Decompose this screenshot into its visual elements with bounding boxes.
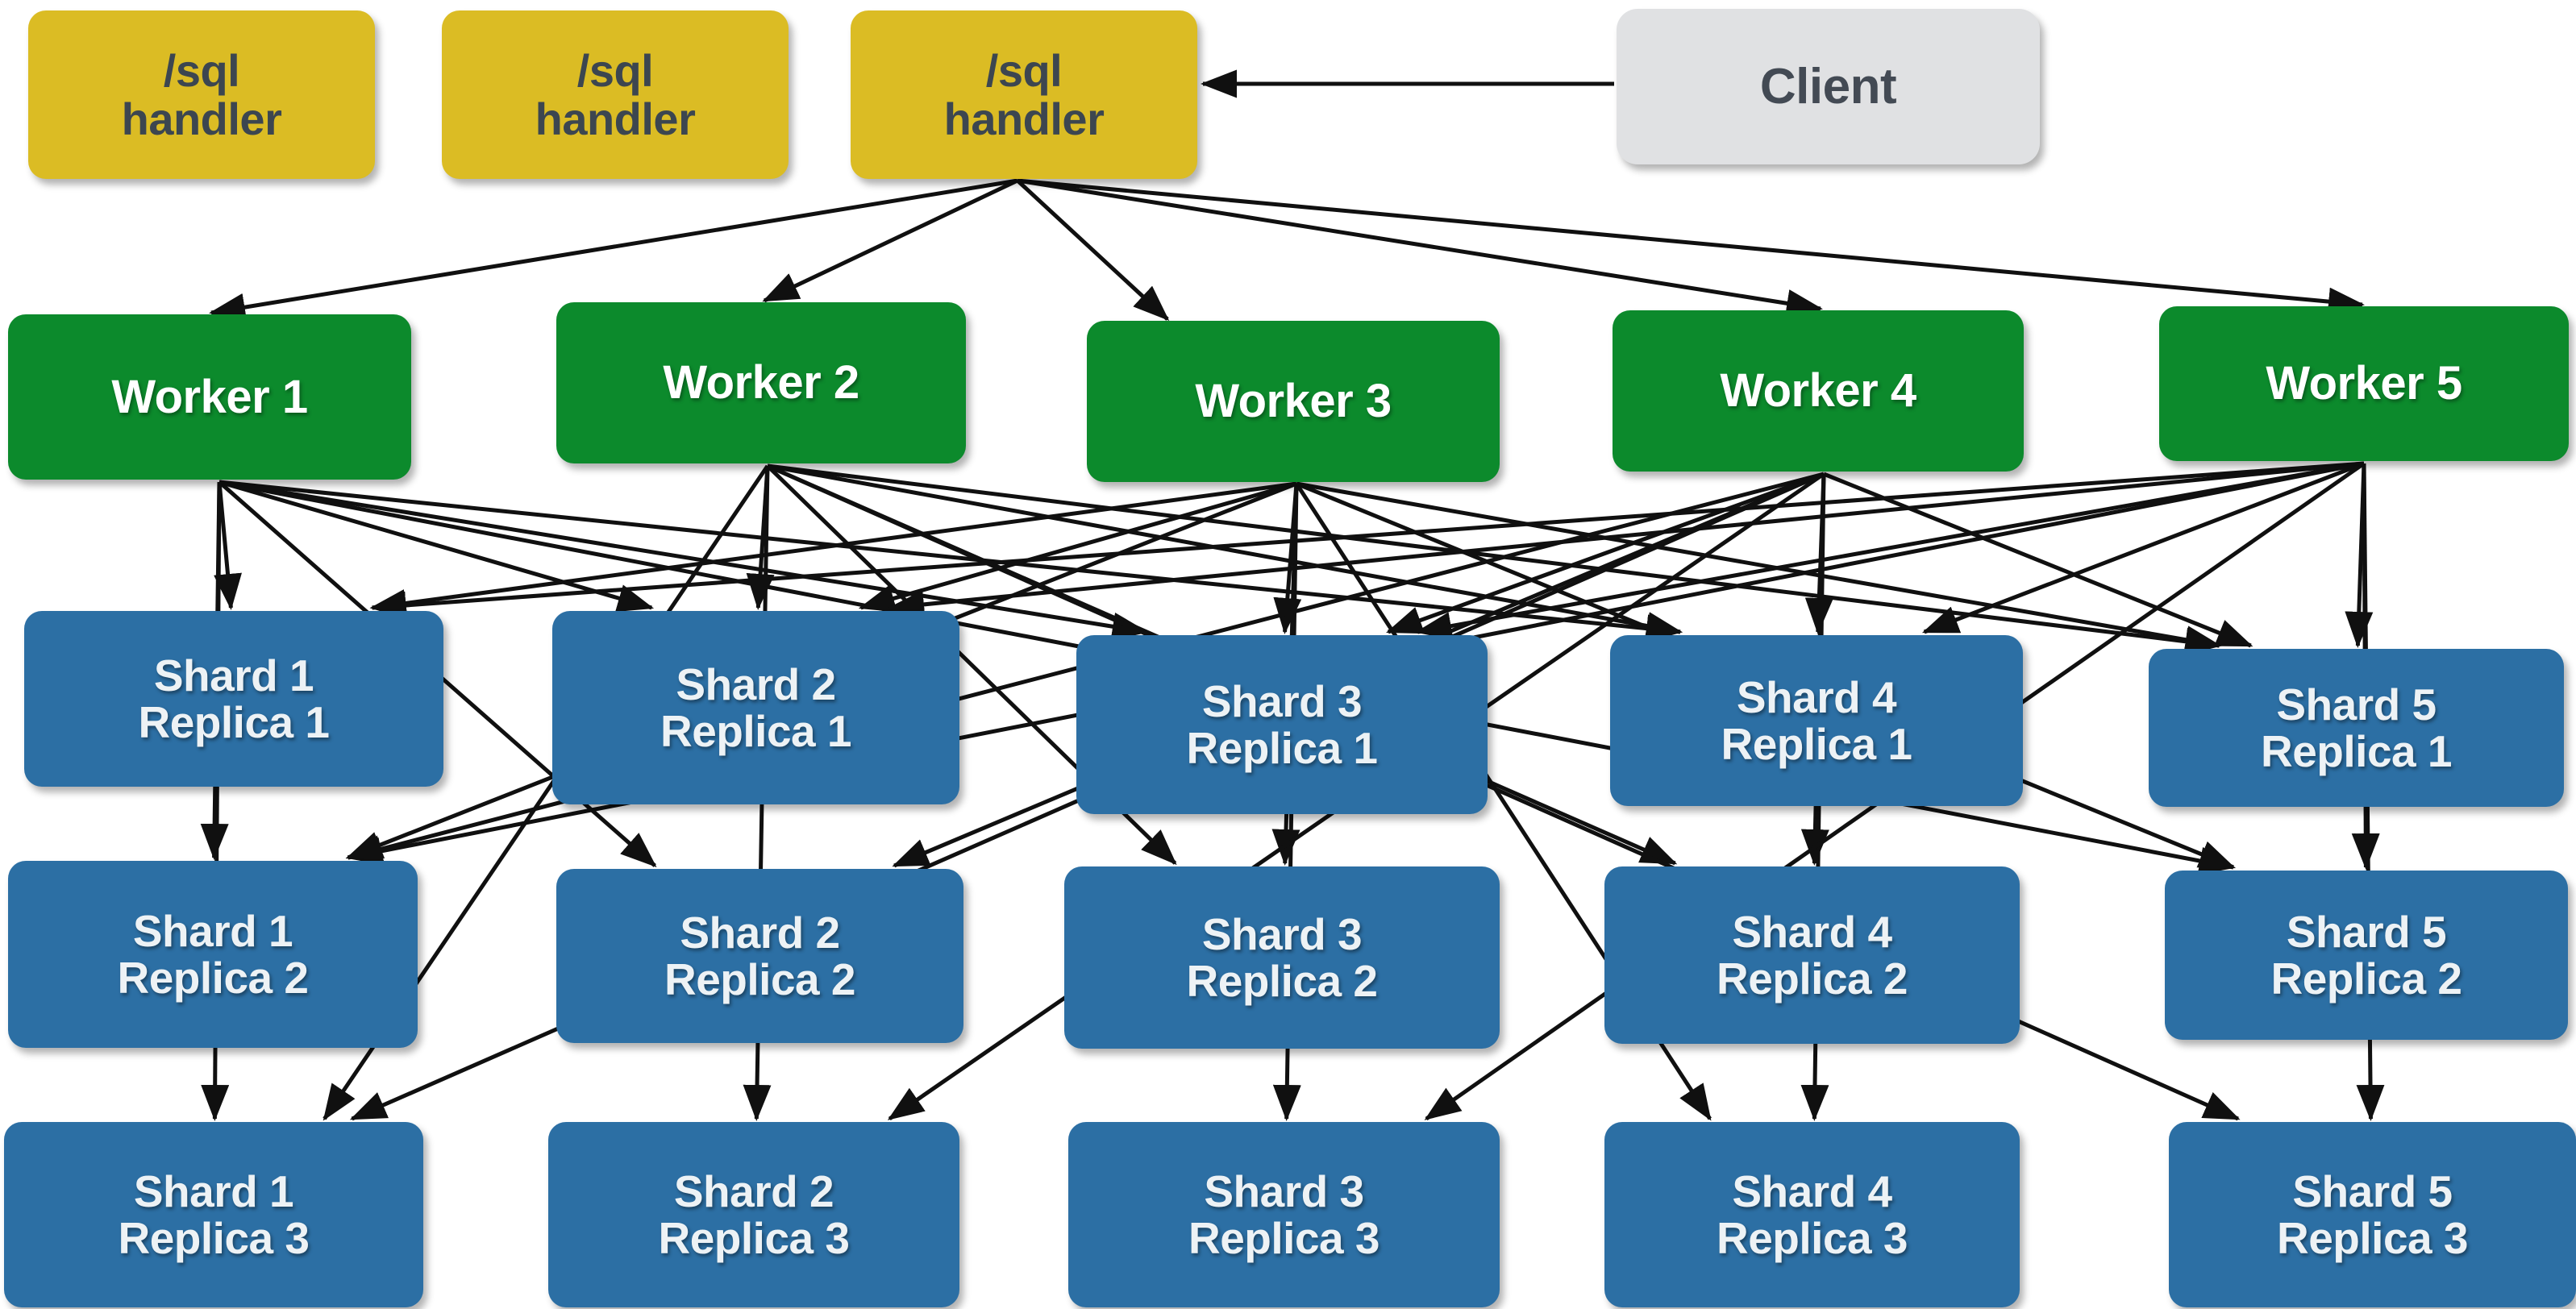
shard-node-s4r3[interactable]: Shard 4 Replica 3 <box>1604 1122 2020 1307</box>
edge-handler-to-w1 <box>209 178 1018 322</box>
worker-node-1[interactable]: Worker 1 <box>8 314 411 480</box>
edge-w2-to-s2r1 <box>746 465 775 610</box>
edge-w1-to-s3r1 <box>218 480 1149 641</box>
worker-node-5-label: Worker 5 <box>2266 357 2462 410</box>
worker-node-2[interactable]: Worker 2 <box>556 302 966 463</box>
shard-node-s5r2-label: Shard 5 Replica 2 <box>2270 906 2462 1004</box>
shard-node-s1r1[interactable]: Shard 1 Replica 1 <box>24 611 443 787</box>
edge-w3-to-s3r1 <box>1273 483 1302 634</box>
worker-node-5[interactable]: Worker 5 <box>2159 306 2569 461</box>
shard-node-s3r3[interactable]: Shard 3 Replica 3 <box>1068 1122 1500 1307</box>
shard-node-s2r3-label: Shard 2 Replica 3 <box>658 1166 850 1263</box>
edge-w5-to-s4r1 <box>1921 461 2365 634</box>
edge-w4-to-s5r1 <box>1823 472 2253 648</box>
shard-node-s3r1-label: Shard 3 Replica 1 <box>1186 675 1378 773</box>
shard-node-s4r1[interactable]: Shard 4 Replica 1 <box>1610 635 2023 806</box>
shard-node-s5r1[interactable]: Shard 5 Replica 1 <box>2149 649 2564 807</box>
shard-node-s4r1-label: Shard 4 Replica 1 <box>1721 671 1912 769</box>
shard-node-s2r1[interactable]: Shard 2 Replica 1 <box>552 611 959 804</box>
shard-node-s5r3[interactable]: Shard 5 Replica 3 <box>2169 1122 2576 1307</box>
shard-node-s4r2[interactable]: Shard 4 Replica 2 <box>1604 866 2020 1044</box>
shard-node-s4r2-label: Shard 4 Replica 2 <box>1716 906 1908 1004</box>
edge-w5-to-s3r1 <box>1415 461 2365 640</box>
sql-handler-1-label: /sql handler <box>121 45 282 144</box>
shard-node-s1r2-label: Shard 1 Replica 2 <box>117 905 309 1003</box>
edge-w1-to-s2r1 <box>218 480 655 613</box>
sql-handler-3-label: /sql handler <box>943 45 1105 144</box>
shard-node-s1r3-label: Shard 1 Replica 3 <box>118 1166 310 1263</box>
edge-handler-to-w3 <box>1016 179 1170 322</box>
shard-node-s5r3-label: Shard 5 Replica 3 <box>2276 1166 2469 1263</box>
edge-handler-to-w4 <box>1017 178 1823 318</box>
edge-w4-to-s4r1 <box>1804 473 1833 634</box>
edge-w5-to-s1r1 <box>369 461 2365 620</box>
client-node[interactable]: Client <box>1617 9 2040 164</box>
shard-node-s2r2-label: Shard 2 Replica 2 <box>664 907 856 1004</box>
edge-w5-to-s5r1 <box>2345 463 2374 648</box>
shard-node-s1r3[interactable]: Shard 1 Replica 3 <box>4 1122 423 1307</box>
worker-node-4[interactable]: Worker 4 <box>1613 310 2024 472</box>
edge-w3-to-s1r1 <box>369 481 1297 617</box>
edge-handler-to-w5 <box>1017 178 2365 316</box>
client-node-label: Client <box>1759 58 1897 114</box>
worker-node-3[interactable]: Worker 3 <box>1087 321 1500 482</box>
edge-w2-to-s5r1 <box>767 463 2222 656</box>
shard-node-s5r2[interactable]: Shard 5 Replica 2 <box>2165 871 2568 1040</box>
shard-node-s3r1[interactable]: Shard 3 Replica 1 <box>1076 635 1488 814</box>
edge-handler-to-w2 <box>762 178 1019 303</box>
shard-node-s5r1-label: Shard 5 Replica 1 <box>2260 679 2453 776</box>
shard-node-s3r2[interactable]: Shard 3 Replica 2 <box>1064 866 1500 1049</box>
worker-node-3-label: Worker 3 <box>1195 375 1392 428</box>
shard-node-s3r3-label: Shard 3 Replica 3 <box>1188 1166 1380 1263</box>
edge-w4-to-s3r1 <box>1385 472 1825 634</box>
edge-w1-to-s1r1 <box>214 481 242 610</box>
sql-handler-2[interactable]: /sql handler <box>442 10 789 179</box>
edge-w2-to-s4r1 <box>767 463 1683 640</box>
shard-node-s2r3[interactable]: Shard 2 Replica 3 <box>548 1122 959 1307</box>
sql-handler-2-label: /sql handler <box>535 45 696 144</box>
shard-node-s4r3-label: Shard 4 Replica 3 <box>1716 1166 1908 1263</box>
shard-node-s3r2-label: Shard 3 Replica 2 <box>1186 908 1378 1006</box>
worker-node-4-label: Worker 4 <box>1720 364 1916 418</box>
edge-w3-to-s2r1 <box>858 481 1297 613</box>
sql-handler-1[interactable]: /sql handler <box>28 10 375 179</box>
edge-w5-to-s2r1 <box>888 461 2365 619</box>
shard-node-s1r2[interactable]: Shard 1 Replica 2 <box>8 861 418 1048</box>
shard-node-s2r2[interactable]: Shard 2 Replica 2 <box>556 869 963 1043</box>
shard-node-s1r1-label: Shard 1 Replica 1 <box>138 650 330 747</box>
shard-node-s2r1-label: Shard 2 Replica 1 <box>660 659 852 756</box>
worker-node-1-label: Worker 1 <box>111 370 308 423</box>
edge-w3-to-s5r1 <box>1296 481 2222 654</box>
worker-node-2-label: Worker 2 <box>663 356 859 409</box>
edge-w1-to-s4r1 <box>218 480 1683 643</box>
sql-handler-3[interactable]: /sql handler <box>851 10 1197 179</box>
